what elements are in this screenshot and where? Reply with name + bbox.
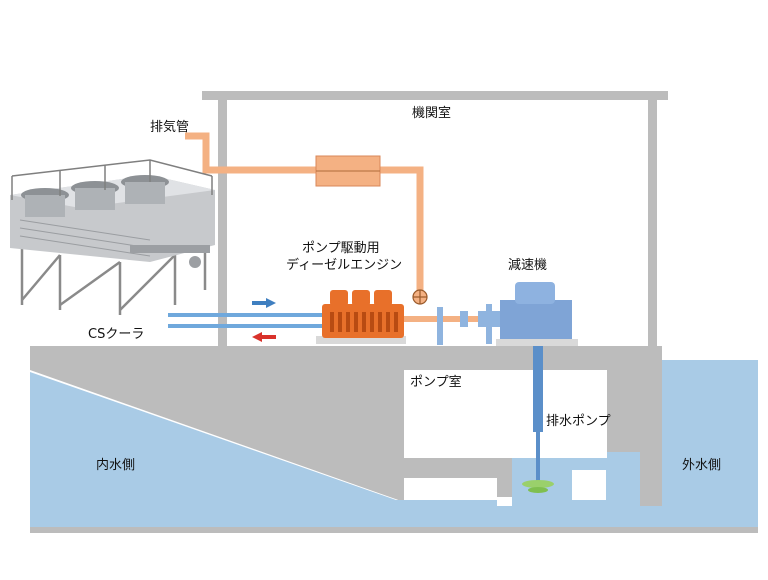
reducer-label: 減速機 bbox=[508, 258, 548, 273]
engine-room-building bbox=[202, 91, 668, 346]
exhaust-pipe bbox=[185, 132, 424, 295]
pump-engine-label-line2: ディーゼルエンジン bbox=[286, 258, 403, 273]
arrow-right-icon bbox=[252, 298, 276, 308]
outer-water bbox=[662, 360, 758, 527]
pump-engine-label-line1: ポンプ駆動用 bbox=[302, 241, 380, 256]
circle-plus-icon bbox=[412, 289, 428, 305]
cooling-tower-unit bbox=[10, 159, 215, 315]
concrete-structure bbox=[30, 346, 662, 520]
diesel-engine bbox=[316, 290, 406, 344]
inner-water-label: 内水側 bbox=[96, 458, 136, 473]
coolant-pipes bbox=[168, 313, 328, 328]
arrow-left-icon bbox=[252, 332, 276, 342]
outer-water-label: 外水側 bbox=[682, 458, 722, 473]
pump-room-label: ポンプ室 bbox=[410, 375, 462, 390]
roof bbox=[202, 91, 668, 100]
right-wall bbox=[648, 100, 657, 346]
left-wall bbox=[218, 100, 227, 346]
cs-cooler-label: CSクーラ bbox=[88, 327, 145, 342]
drain-pump-label: 排水ポンプ bbox=[546, 414, 611, 429]
pump-room bbox=[404, 370, 607, 458]
drive-shaft bbox=[404, 304, 502, 345]
drain-pump bbox=[522, 346, 554, 493]
inner-water-basin bbox=[30, 372, 512, 527]
exhaust-pipe-label: 排気管 bbox=[150, 120, 190, 135]
reducer bbox=[496, 282, 578, 346]
water bbox=[30, 360, 758, 533]
engine-room-label: 機関室 bbox=[412, 106, 452, 121]
